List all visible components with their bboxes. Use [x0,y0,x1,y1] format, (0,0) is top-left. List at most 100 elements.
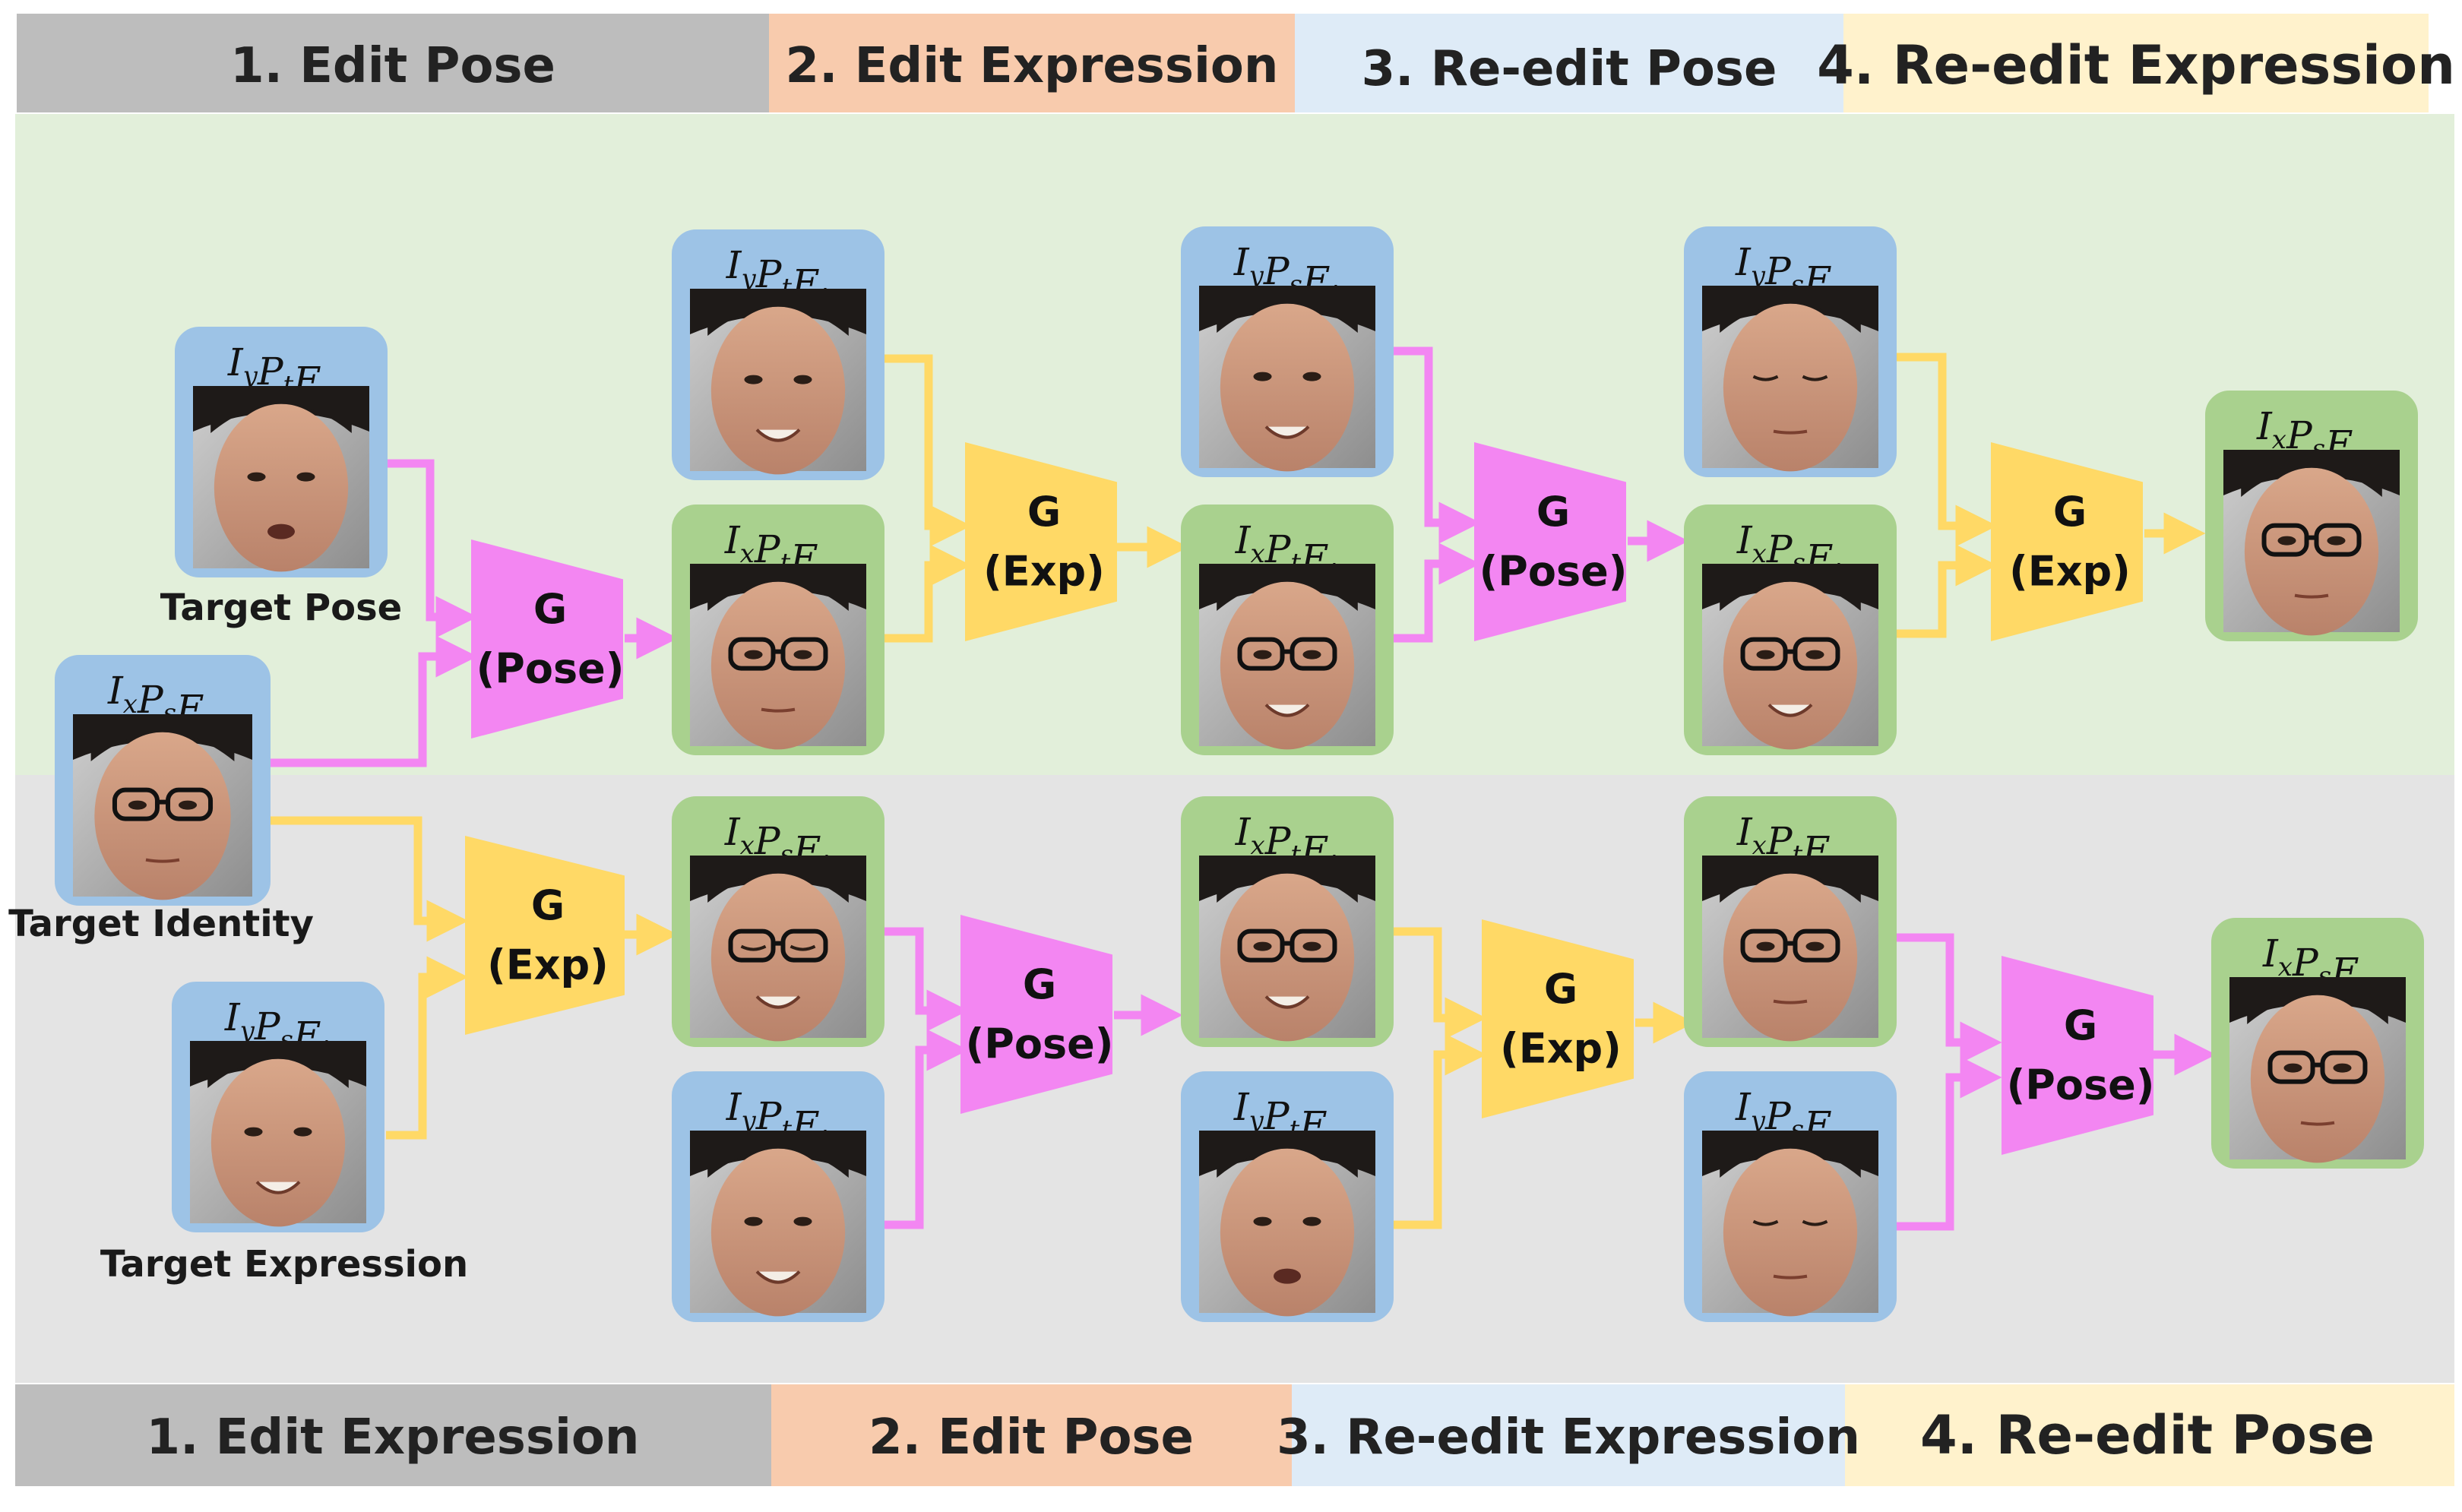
tag-subscript: y [1248,261,1264,291]
right-eye [1302,372,1321,381]
top-header-cell-2 [769,14,1295,112]
mouth [255,1181,301,1194]
tag-symbol: I [1235,810,1252,854]
mouth [1264,995,1310,1009]
mouth [2300,1121,2335,1126]
connector-bout2-to-gexp4 [1391,927,1487,1039]
connector-bref3-to-gpose4 [1895,1056,2002,1231]
glasses [1237,637,1337,671]
left-eye [2283,1063,2302,1073]
g-pose-3-generator: G(Pose) [960,915,1113,1114]
left-eye [247,472,266,482]
generator-layer: G(Pose)G(Exp)G(Pose)G(Exp)G(Exp)G(Pose)G… [465,442,2154,1155]
left-eye [1253,650,1272,660]
g-exp-1-generator: G(Exp) [965,442,1117,641]
left-eye [1253,941,1272,951]
tag-subscript: y [1749,261,1766,291]
face [1723,873,1858,1042]
right-eye [1802,1219,1828,1226]
g-pose-3-mode: (Pose) [966,1020,1114,1068]
bot-out3-face-photo [1702,856,1878,1042]
tag-subscript: y [1749,1106,1766,1136]
glasses [2261,523,2362,557]
tag-symbol: I [1735,1085,1752,1129]
face [2250,995,2385,1163]
fringe [207,1052,349,1088]
connector-bout3-to-gpose4 [1895,933,2002,1064]
tag-subscript: y [740,1106,757,1136]
connector-ref1-to-gexp1 [881,354,972,547]
right-eye [1802,375,1828,381]
face [94,732,231,900]
connector-pose-to-gpose1 [386,459,478,638]
top-ref2-box: IyPsEt [1181,226,1394,477]
face [1220,1148,1355,1317]
g-pose-1-mode: (Pose) [476,645,625,693]
mouth [145,858,180,863]
g-pose-1-shape [471,539,623,739]
connector-ref2-to-gpose2 [1388,346,1481,544]
top-ref2-face-photo [1199,286,1375,472]
tag-subscript: x [1752,539,1767,569]
g-exp-3-generator: G(Exp) [465,836,625,1035]
target-expression-face-photo [190,1041,366,1227]
connector-ref3-to-gexp2 [1895,353,1998,547]
bottom-header-cell-3 [1292,1384,1845,1486]
face [1220,873,1355,1042]
right-eye [1805,650,1824,660]
left-eye [744,1216,763,1226]
g-exp-3-mode: (Exp) [487,941,609,989]
mouth [1264,425,1310,439]
target-pose-label: Target Pose [160,587,402,629]
bot-final-face-photo [2229,977,2406,1163]
fringe [1217,1141,1358,1178]
face [710,1148,846,1317]
g-pose-4-generator: G (Pose) [2002,956,2154,1155]
left-eye [744,650,763,660]
glasses [112,787,214,821]
top-header-label-2: 2. Edit Expression [786,38,1279,94]
top-ref1-box: IyPtEt [672,229,884,480]
g-exp-4-shape [1482,919,1634,1118]
mouth [1767,704,1813,717]
g-pose-4-mode: (Pose) [2007,1061,2155,1109]
g-exp-1-letter: G [1027,488,1061,536]
bot-final-box: IxPsEs [2211,918,2424,1169]
right-eye [293,1127,312,1137]
left-eye [128,800,147,810]
tag-subscript: x [123,689,138,720]
left-eye [1253,1216,1272,1226]
mouth [755,995,801,1009]
tag-symbol: I [1735,240,1752,284]
mouth [761,707,796,713]
tag-symbol: I [227,340,244,384]
right-eye [1302,941,1321,951]
fringe [1720,1141,1861,1178]
face [1220,581,1355,750]
tag-symbol: I [726,243,742,287]
g-exp-3-shape [465,836,625,1035]
face [710,581,846,750]
g-pose-1-generator: G(Pose) [471,539,624,739]
face [210,1058,346,1227]
tag-symbol: I [2262,932,2279,976]
fringe [707,1141,849,1178]
right-eye [1805,941,1824,951]
glasses [1237,928,1337,963]
tag-symbol: I [726,1085,742,1129]
bottom-header-label-3: 3. Re-edit Expression [1277,1409,1860,1466]
fringe [1720,866,1861,903]
connector-layer [267,346,2217,1231]
left-eye [740,944,767,951]
top-header-cell-4 [1843,14,2429,112]
target-identity-label: Target Identity [8,903,314,945]
top-out1-box: IxPtEs [672,505,884,755]
bottom-header-cell-2 [771,1384,1292,1486]
bot-ref1-box: IyPtEt [672,1071,884,1322]
tag-subscript: y [242,361,258,391]
fringe [210,397,352,433]
bot-ref2-box: IyPtEs [1181,1071,1394,1322]
left-eye [1752,1219,1779,1226]
g-pose-4-letter: G [2064,1001,2097,1049]
